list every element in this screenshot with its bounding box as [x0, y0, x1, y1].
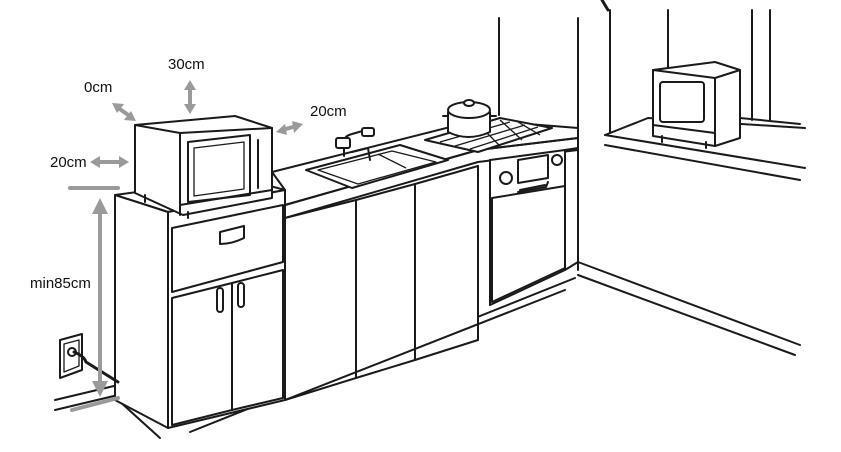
microwave — [134, 115, 273, 219]
corner-clearance-label: 0cm — [84, 79, 113, 96]
right-clearance-label: 20cm — [310, 103, 347, 120]
tall-cabinet — [114, 177, 286, 429]
height-clearance-label: min85cm — [30, 275, 91, 292]
left-clearance-label: 20cm — [50, 154, 87, 171]
wall-outlet — [59, 333, 120, 384]
cooktop — [424, 99, 553, 153]
clearance-arrows — [68, 80, 303, 412]
top-clearance-label: 30cm — [168, 56, 205, 73]
window-microwave — [652, 61, 741, 149]
sink — [305, 127, 449, 189]
cropped-heading-glyph — [600, 0, 610, 12]
window — [604, 9, 806, 181]
